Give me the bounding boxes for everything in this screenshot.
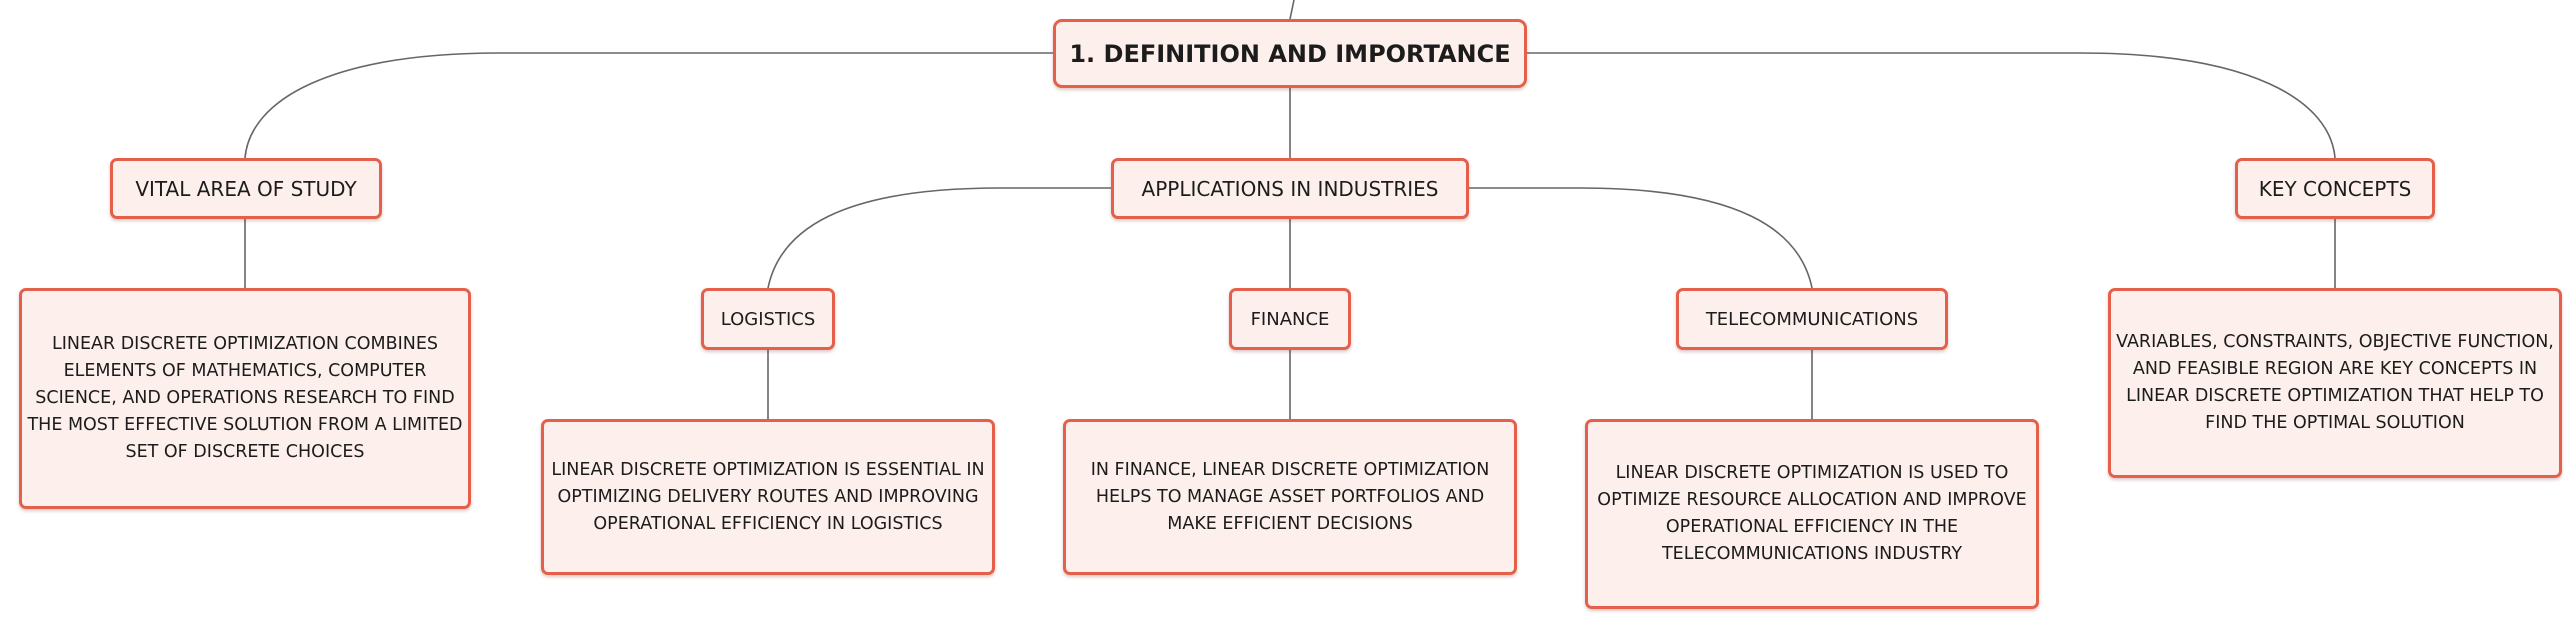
telecommunications-detail-node[interactable]: LINEAR DISCRETE OPTIMIZATION IS USED TO … xyxy=(1585,419,2039,609)
key-concepts-node[interactable]: KEY CONCEPTS xyxy=(2235,158,2435,219)
telecommunications-node[interactable]: TELECOMMUNICATIONS xyxy=(1676,288,1948,350)
telecommunications-detail-text: LINEAR DISCRETE OPTIMIZATION IS USED TO … xyxy=(1597,463,2027,564)
finance-label: FINANCE xyxy=(1250,308,1330,330)
key-concepts-detail-node[interactable]: VARIABLES, CONSTRAINTS, OBJECTIVE FUNCTI… xyxy=(2108,288,2562,478)
logistics-label: LOGISTICS xyxy=(720,308,816,330)
root-label: 1. DEFINITION AND IMPORTANCE xyxy=(1069,39,1511,68)
logistics-node[interactable]: LOGISTICS xyxy=(701,288,835,350)
vital-area-detail-node[interactable]: LINEAR DISCRETE OPTIMIZATION COMBINES EL… xyxy=(19,288,471,509)
connector-from-parent xyxy=(1289,0,1295,20)
logistics-detail-text: LINEAR DISCRETE OPTIMIZATION IS ESSENTIA… xyxy=(551,459,985,534)
applications-label: APPLICATIONS IN INDUSTRIES xyxy=(1141,176,1439,201)
telecommunications-label: TELECOMMUNICATIONS xyxy=(1705,308,1919,330)
vital-area-node[interactable]: VITAL AREA OF STUDY xyxy=(110,158,382,219)
finance-node[interactable]: FINANCE xyxy=(1229,288,1351,350)
connector-root-to-key-concepts xyxy=(1527,52,2336,159)
logistics-detail-node[interactable]: LINEAR DISCRETE OPTIMIZATION IS ESSENTIA… xyxy=(541,419,995,575)
connector-applications-to-logistics xyxy=(767,187,1111,289)
key-concepts-detail-text: VARIABLES, CONSTRAINTS, OBJECTIVE FUNCTI… xyxy=(2116,332,2554,433)
connector-applications-to-telecom xyxy=(1469,187,1813,289)
vital-area-detail-text: LINEAR DISCRETE OPTIMIZATION COMBINES EL… xyxy=(27,334,463,462)
finance-detail-node[interactable]: IN FINANCE, LINEAR DISCRETE OPTIMIZATION… xyxy=(1063,419,1517,575)
vital-area-label: VITAL AREA OF STUDY xyxy=(135,176,357,201)
finance-detail-text: IN FINANCE, LINEAR DISCRETE OPTIMIZATION… xyxy=(1090,459,1490,534)
connector-root-to-vital xyxy=(244,52,1053,159)
root-node[interactable]: 1. DEFINITION AND IMPORTANCE xyxy=(1053,19,1527,88)
applications-node[interactable]: APPLICATIONS IN INDUSTRIES xyxy=(1111,158,1469,219)
key-concepts-label: KEY CONCEPTS xyxy=(2258,176,2412,201)
